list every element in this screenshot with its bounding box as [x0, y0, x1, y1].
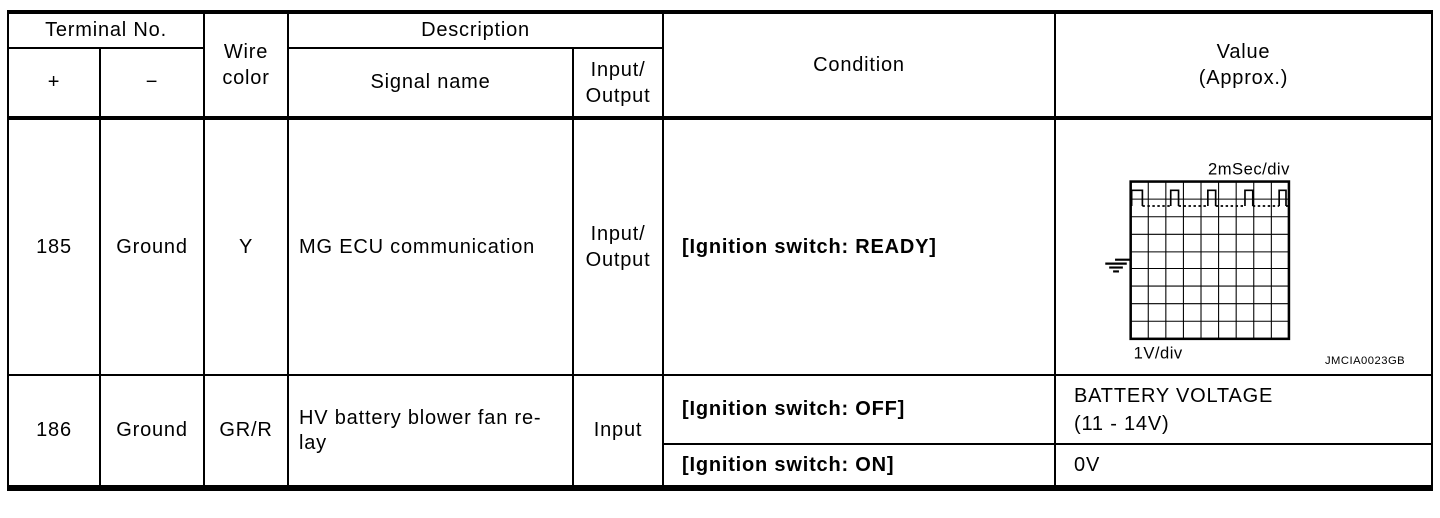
cell-condition-on: [Ignition switch: ON]: [662, 443, 1057, 489]
cell-value-waveform: 2mSec/div: [1054, 117, 1434, 376]
header-description: Description: [287, 11, 665, 49]
cell-signal-name: HV battery blower fan re- lay: [287, 374, 575, 489]
header-value: Value (Approx.): [1054, 11, 1434, 120]
header-terminal-plus: +: [7, 47, 101, 120]
table-row-185: 185 Ground Y MG ECU communication Input/…: [7, 117, 1434, 376]
cell-terminal-plus: 186: [7, 374, 101, 489]
cell-condition-off: [Ignition switch: OFF]: [662, 374, 1057, 445]
cell-value-on: 0V: [1054, 443, 1434, 489]
cell-signal-name: MG ECU communication: [287, 117, 575, 376]
waveform-time-scale-label: 2mSec/div: [1208, 159, 1290, 178]
header-wire-color: Wire color: [203, 11, 290, 120]
cell-wire-color: GR/R: [203, 374, 290, 489]
cell-terminal-minus: Ground: [98, 117, 206, 376]
header-row-top: Terminal No. Wire color Description Cond…: [6, 11, 1434, 120]
waveform-figure: 2mSec/div: [1105, 159, 1405, 367]
header-signal-name: Signal name: [287, 47, 575, 120]
cell-condition: [Ignition switch: READY]: [662, 117, 1057, 376]
table-row-186-sub: [Ignition switch: ON] 0V: [8, 443, 1434, 489]
cell-input-output: Input: [572, 374, 665, 489]
cell-value-off: BATTERY VOLTAGE (11 - 14V): [1054, 374, 1434, 445]
pulse-waveform-trace: [1130, 189, 1288, 207]
terminal-table: Terminal No. Wire color Description Cond…: [6, 10, 1434, 491]
header-input-output: Input/ Output: [572, 47, 665, 120]
header-terminal-minus: −: [98, 47, 206, 120]
cell-terminal-minus: Ground: [98, 374, 206, 489]
cell-wire-color: Y: [203, 117, 290, 376]
cell-terminal-plus: 185: [7, 117, 101, 376]
waveform-volt-scale-label: 1V/div: [1134, 343, 1183, 362]
figure-code: JMCIA0023GB: [1325, 355, 1405, 367]
ground-reference-icon: [1105, 258, 1131, 273]
cell-input-output: Input/ Output: [572, 117, 665, 376]
table-row-186: 186 Ground GR/R HV battery blower fan re…: [7, 374, 1434, 489]
header-terminal-no: Terminal No.: [6, 11, 206, 49]
header-condition: Condition: [662, 11, 1057, 120]
header-row-sub: + − Signal name Input/ Output: [7, 47, 1432, 120]
